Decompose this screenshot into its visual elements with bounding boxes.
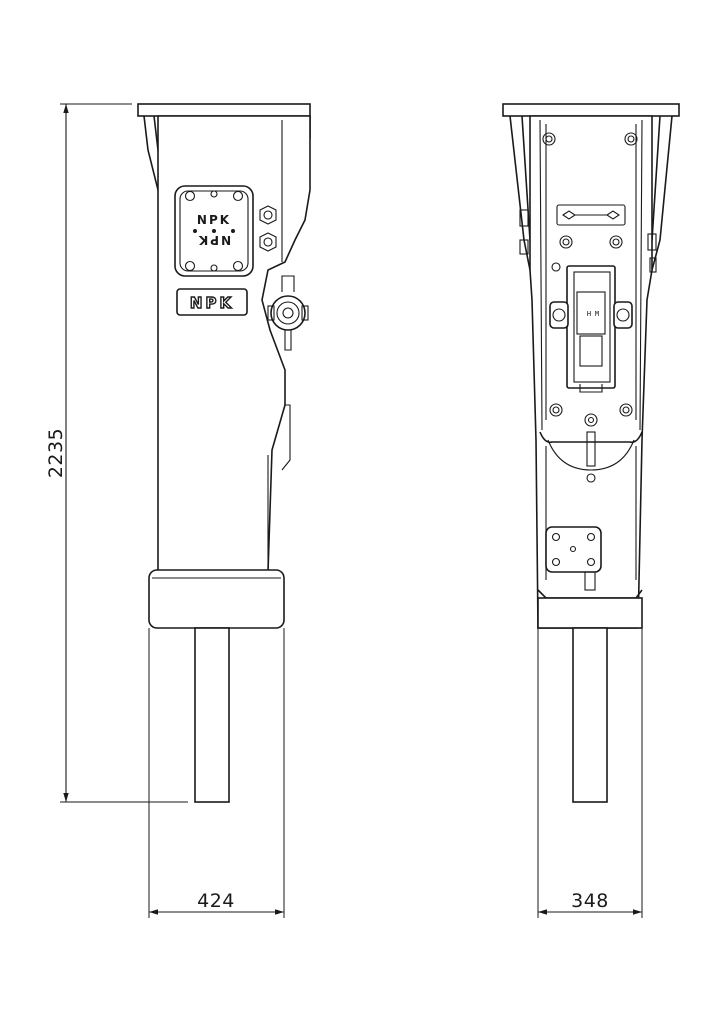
front-base — [537, 597, 643, 629]
front-top-plate — [502, 103, 680, 117]
plate-label: NPK — [197, 213, 231, 227]
front-width-dimension: 348 — [571, 890, 609, 912]
dimension-lines: 2235 424 348 — [45, 103, 643, 918]
side-front-head — [148, 569, 285, 629]
side-hex-nuts — [259, 205, 277, 252]
side-width-dimension: 424 — [197, 890, 235, 912]
logo-text: NPK — [190, 294, 234, 312]
front-valve-assembly: H M — [549, 265, 633, 393]
side-logo-badge: NPK — [176, 288, 248, 316]
side-view: NPK NPK NPK — [137, 103, 311, 803]
front-view: H M — [502, 103, 680, 803]
svg-text:H: H — [587, 310, 591, 318]
plate-label-inverted: NPK — [197, 233, 231, 247]
side-chisel — [194, 627, 230, 803]
height-dimension: 2235 — [45, 428, 67, 478]
svg-text:M: M — [595, 310, 599, 318]
front-chisel — [572, 627, 608, 803]
side-valve-fitting — [267, 275, 309, 351]
side-main-body — [157, 115, 311, 573]
side-top-plate — [137, 103, 311, 117]
side-inspection-plate: NPK NPK — [174, 185, 254, 277]
